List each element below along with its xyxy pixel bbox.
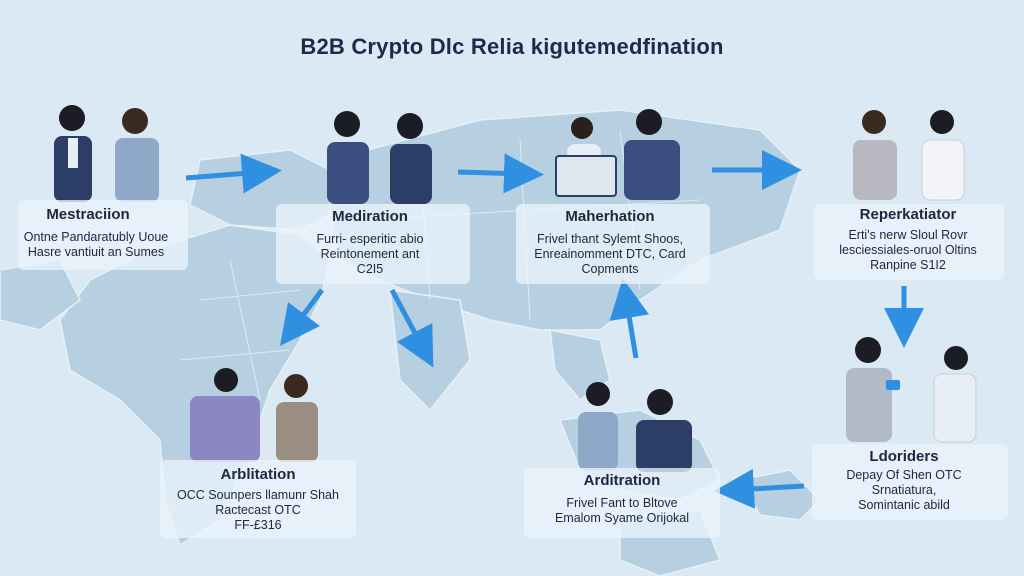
- people-handshake-icon: [846, 337, 977, 443]
- step-description: Frivel thant Sylemt Shoos,Enreainomment …: [534, 232, 686, 276]
- step-title: Reperkatiator: [859, 206, 957, 223]
- step-label-box: [812, 444, 1008, 520]
- step-title: Ldoriders: [869, 448, 939, 465]
- step-title: Arblitation: [220, 466, 296, 483]
- step-title: Mestraciion: [46, 206, 130, 223]
- step-title: Mediration: [332, 208, 408, 225]
- people-phone-icon: [853, 110, 965, 201]
- step-label-box: [276, 204, 470, 284]
- step-maherhation: Maherhation Frivel thant Sylemt Shoos,En…: [516, 100, 712, 284]
- people-meeting-icon: [578, 382, 692, 472]
- step-label-box: [814, 204, 1004, 280]
- step-label-box: [516, 204, 710, 284]
- people-laptop-icon: [555, 109, 680, 200]
- people-discussion-icon: [327, 111, 432, 204]
- diagram-title: B2B Crypto Dlc Relia kigutemedfination: [300, 34, 724, 59]
- step-label-box: [18, 200, 188, 270]
- step-title: Arditration: [583, 472, 661, 489]
- step-title: Maherhation: [565, 208, 655, 225]
- step-label-box: [160, 460, 356, 538]
- people-exchange-icon: [190, 368, 318, 462]
- step-label-box: [524, 468, 720, 538]
- people-consulting-icon: [54, 105, 159, 202]
